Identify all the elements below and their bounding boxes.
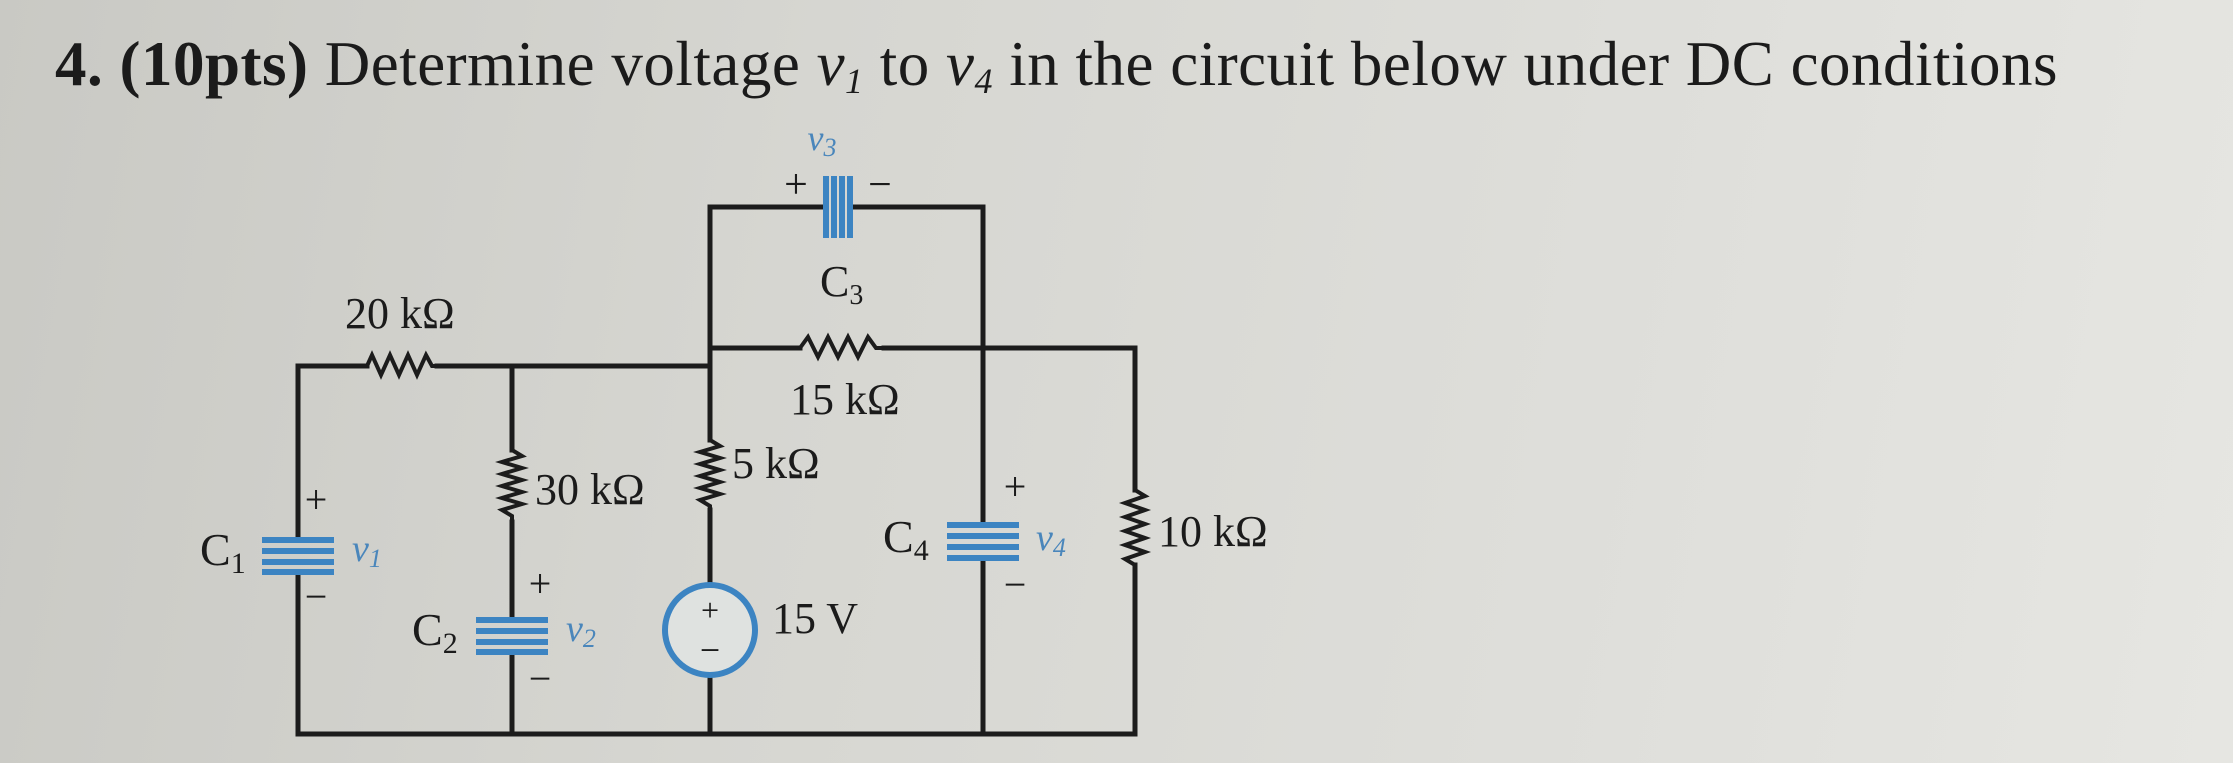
c3-minus: − <box>868 162 892 208</box>
label-v1: v1 <box>352 528 382 573</box>
v4-symbol: v4 <box>946 29 994 101</box>
c2-plus: + <box>529 561 552 606</box>
resistor-10k <box>1118 488 1152 567</box>
label-source: 15 V <box>772 594 858 643</box>
c1-minus: − <box>305 574 328 619</box>
c2-minus: − <box>529 656 552 701</box>
circuit-wires <box>295 204 1138 737</box>
svg-text:+: + <box>701 592 719 628</box>
label-r10: 10 kΩ <box>1158 507 1268 556</box>
capacitor-c2 <box>476 617 548 655</box>
capacitor-c4 <box>947 522 1019 561</box>
c3-plus: + <box>784 162 808 208</box>
label-v2: v2 <box>566 608 596 653</box>
problem-number: 4. <box>55 29 104 99</box>
capacitor-c1 <box>262 537 334 575</box>
label-c3: C3 <box>820 257 863 311</box>
problem-text-after: in the circuit below under DC conditions <box>1009 29 2059 99</box>
resistor-15k <box>798 332 884 362</box>
label-c2: C2 <box>412 604 458 660</box>
label-r15: 15 kΩ <box>790 375 900 424</box>
label-v4: v4 <box>1036 517 1066 562</box>
voltage-source-15v: + − <box>662 582 758 678</box>
v1-symbol: v1 <box>816 29 864 101</box>
label-v3: v3 <box>808 118 837 162</box>
svg-text:−: − <box>700 630 720 670</box>
label-r30: 30 kΩ <box>535 465 645 514</box>
problem-text-before: Determine voltage <box>324 29 801 99</box>
c4-minus: − <box>1004 562 1027 607</box>
problem-points: (10pts) <box>119 29 309 99</box>
label-c1: C1 <box>200 524 246 580</box>
label-r5: 5 kΩ <box>732 439 820 488</box>
resistor-5k <box>693 438 727 510</box>
capacitor-c3 <box>823 176 853 238</box>
problem-statement: 4. (10pts) Determine voltage v1 to v4 in… <box>55 28 2058 102</box>
label-r20: 20 kΩ <box>345 289 455 338</box>
resistor-30k <box>495 448 529 522</box>
problem-text-mid: to <box>879 29 930 99</box>
label-c4: C4 <box>883 511 929 567</box>
c1-plus: + <box>305 477 328 522</box>
c4-plus: + <box>1004 464 1027 509</box>
resistor-20k <box>365 350 437 380</box>
